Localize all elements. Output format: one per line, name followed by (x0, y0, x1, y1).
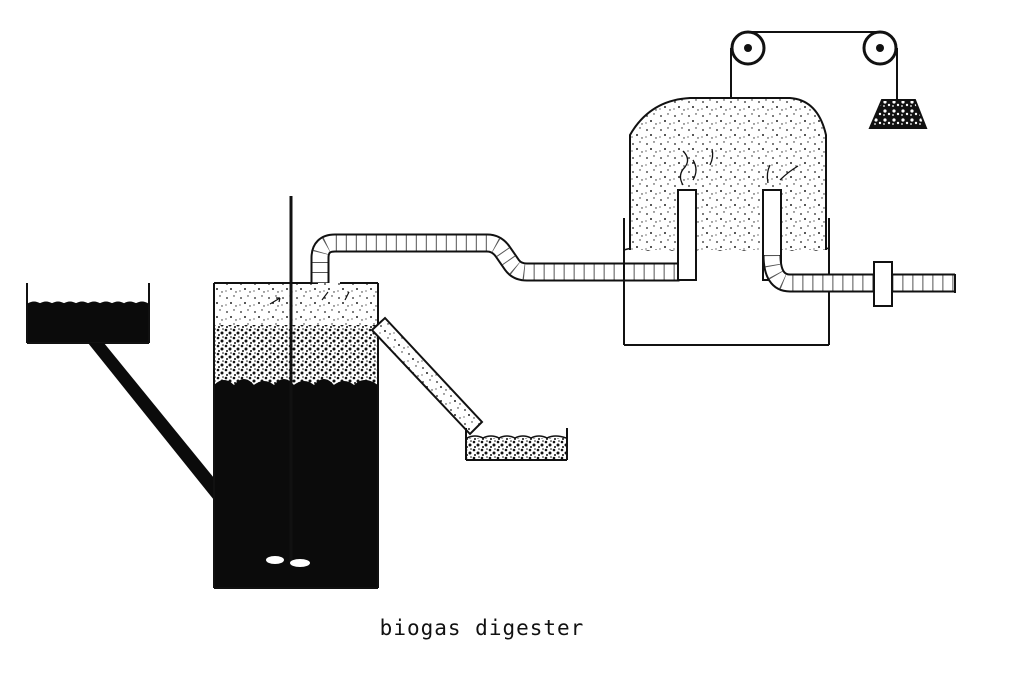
caption-text: biogas digester (379, 616, 585, 640)
diagram-caption: biogas digester (0, 616, 1024, 640)
gas-holder-drum (629, 97, 827, 281)
counterweight (868, 99, 928, 129)
gas-outlet-pipe (762, 254, 956, 293)
outlet-pipe (370, 316, 484, 436)
inlet-pipe (88, 343, 214, 500)
pulley-rope (730, 31, 898, 100)
pulley-wheel-right (862, 30, 898, 66)
overflow-tray (465, 428, 568, 461)
inlet-hopper (26, 283, 150, 344)
gas-valve (873, 261, 893, 307)
pulley-wheel-left (730, 30, 766, 66)
digester-tank (213, 196, 379, 589)
